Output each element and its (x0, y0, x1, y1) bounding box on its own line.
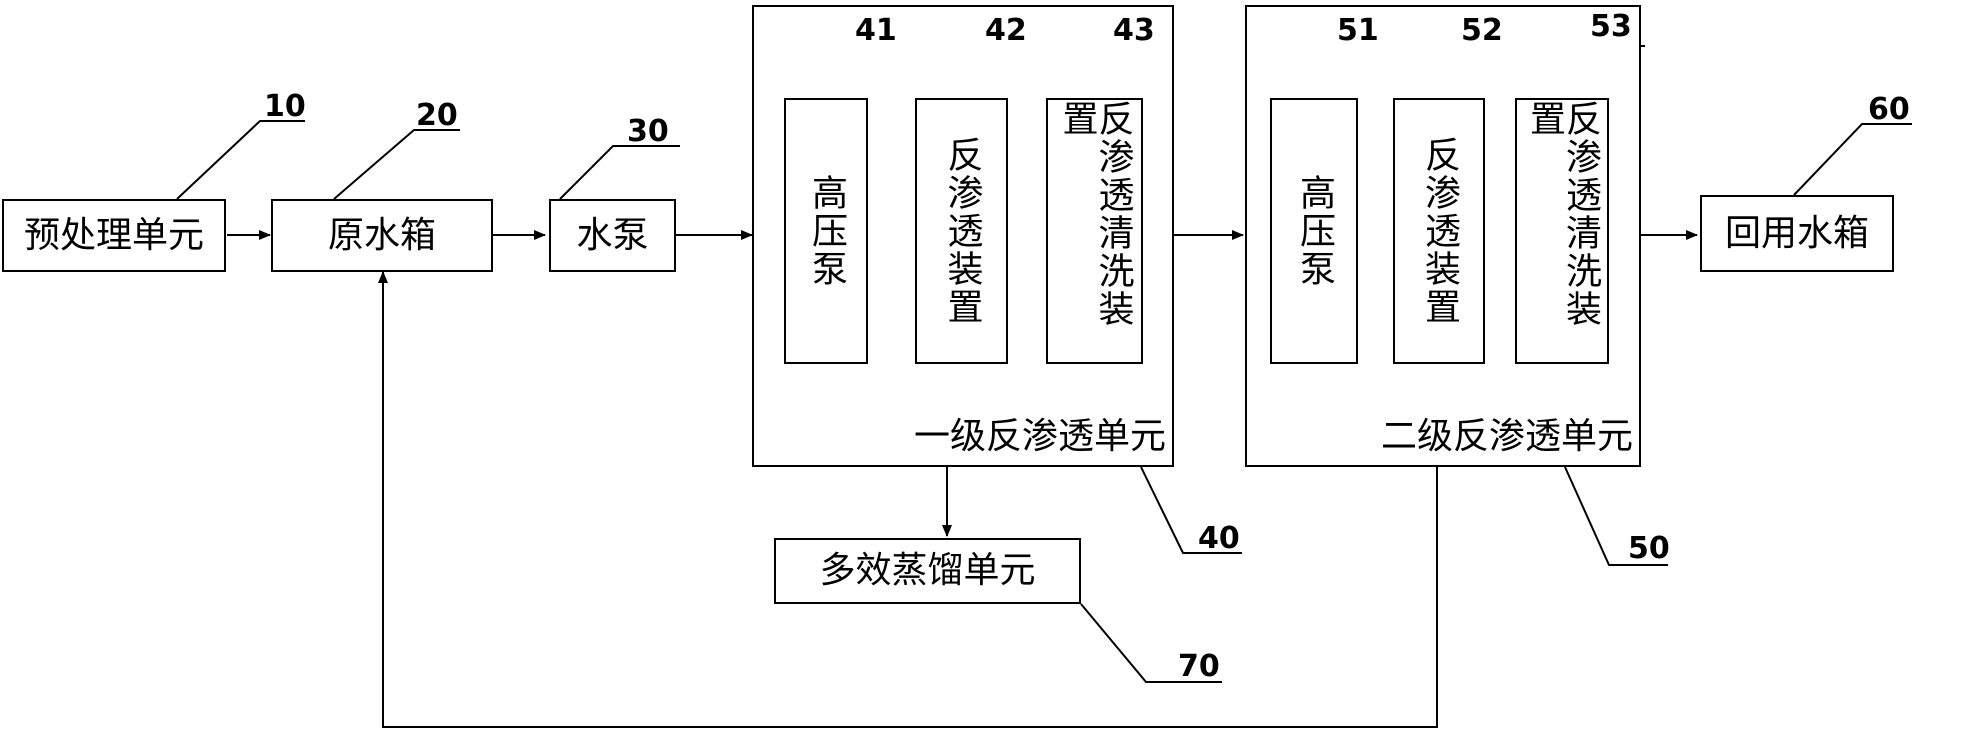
ro2-cleaning-device-label: 反渗透清洗装置 (1524, 100, 1601, 328)
ro2-ro-device-box: 反渗透装置 (1393, 98, 1485, 364)
ro2-cleaning-device-box: 反渗透清洗装置 (1515, 98, 1609, 364)
recycle-line-ro2-to-raw-tank (378, 271, 1438, 728)
multi-effect-distillation-label: 多效蒸馏单元 (819, 550, 1036, 591)
ro1-ro-device-box: 反渗透装置 (915, 98, 1008, 364)
ro2-ro-device-label: 反渗透装置 (1419, 136, 1460, 326)
ref-number-50: 50 (1628, 531, 1670, 566)
leader-40 (1140, 466, 1242, 554)
ro1-high-pressure-pump-box: 高压泵 (784, 98, 868, 364)
pretreatment-unit-label: 预处理单元 (23, 214, 204, 256)
ro-stage1-label: 一级反渗透单元 (913, 416, 1166, 457)
ref-number-30: 30 (627, 114, 669, 149)
ref-number-53: 53 (1590, 9, 1632, 44)
ro1-high-pressure-pump-label: 高压泵 (806, 174, 847, 288)
ref-number-52: 52 (1461, 13, 1503, 48)
pretreatment-unit-box: 预处理单元 (2, 199, 226, 272)
ro1-ro-device-label: 反渗透装置 (941, 136, 983, 326)
ref-number-60: 60 (1868, 92, 1910, 127)
ref-number-10: 10 (264, 89, 306, 124)
leader-10 (176, 120, 305, 200)
ref-number-51: 51 (1337, 13, 1379, 48)
leader-70 (1080, 603, 1222, 683)
leader-30 (559, 145, 680, 200)
reuse-water-tank-box: 回用水箱 (1700, 195, 1894, 272)
ro2-high-pressure-pump-label: 高压泵 (1294, 174, 1335, 288)
ro1-cleaning-device-label: 反渗透清洗装置 (1056, 100, 1134, 328)
leader-20 (333, 129, 460, 200)
ro-stage2-label: 二级反渗透单元 (1380, 416, 1633, 457)
multi-effect-distillation-box: 多效蒸馏单元 (774, 538, 1081, 604)
water-pump-box: 水泵 (549, 199, 676, 272)
leader-50 (1564, 466, 1668, 566)
ro2-high-pressure-pump-box: 高压泵 (1270, 98, 1358, 364)
ref-number-20: 20 (416, 98, 458, 133)
ref-number-41: 41 (855, 13, 897, 48)
ro1-cleaning-device-box: 反渗透清洗装置 (1046, 98, 1143, 364)
ref-number-42: 42 (985, 13, 1027, 48)
raw-water-tank-box: 原水箱 (271, 199, 493, 272)
reuse-water-tank-label: 回用水箱 (1724, 212, 1869, 254)
water-pump-label: 水泵 (576, 214, 649, 256)
raw-water-tank-label: 原水箱 (327, 214, 436, 256)
ref-number-70: 70 (1178, 649, 1220, 684)
ref-number-43: 43 (1113, 13, 1155, 48)
leader-60 (1793, 123, 1912, 196)
ref-number-40: 40 (1198, 521, 1240, 556)
